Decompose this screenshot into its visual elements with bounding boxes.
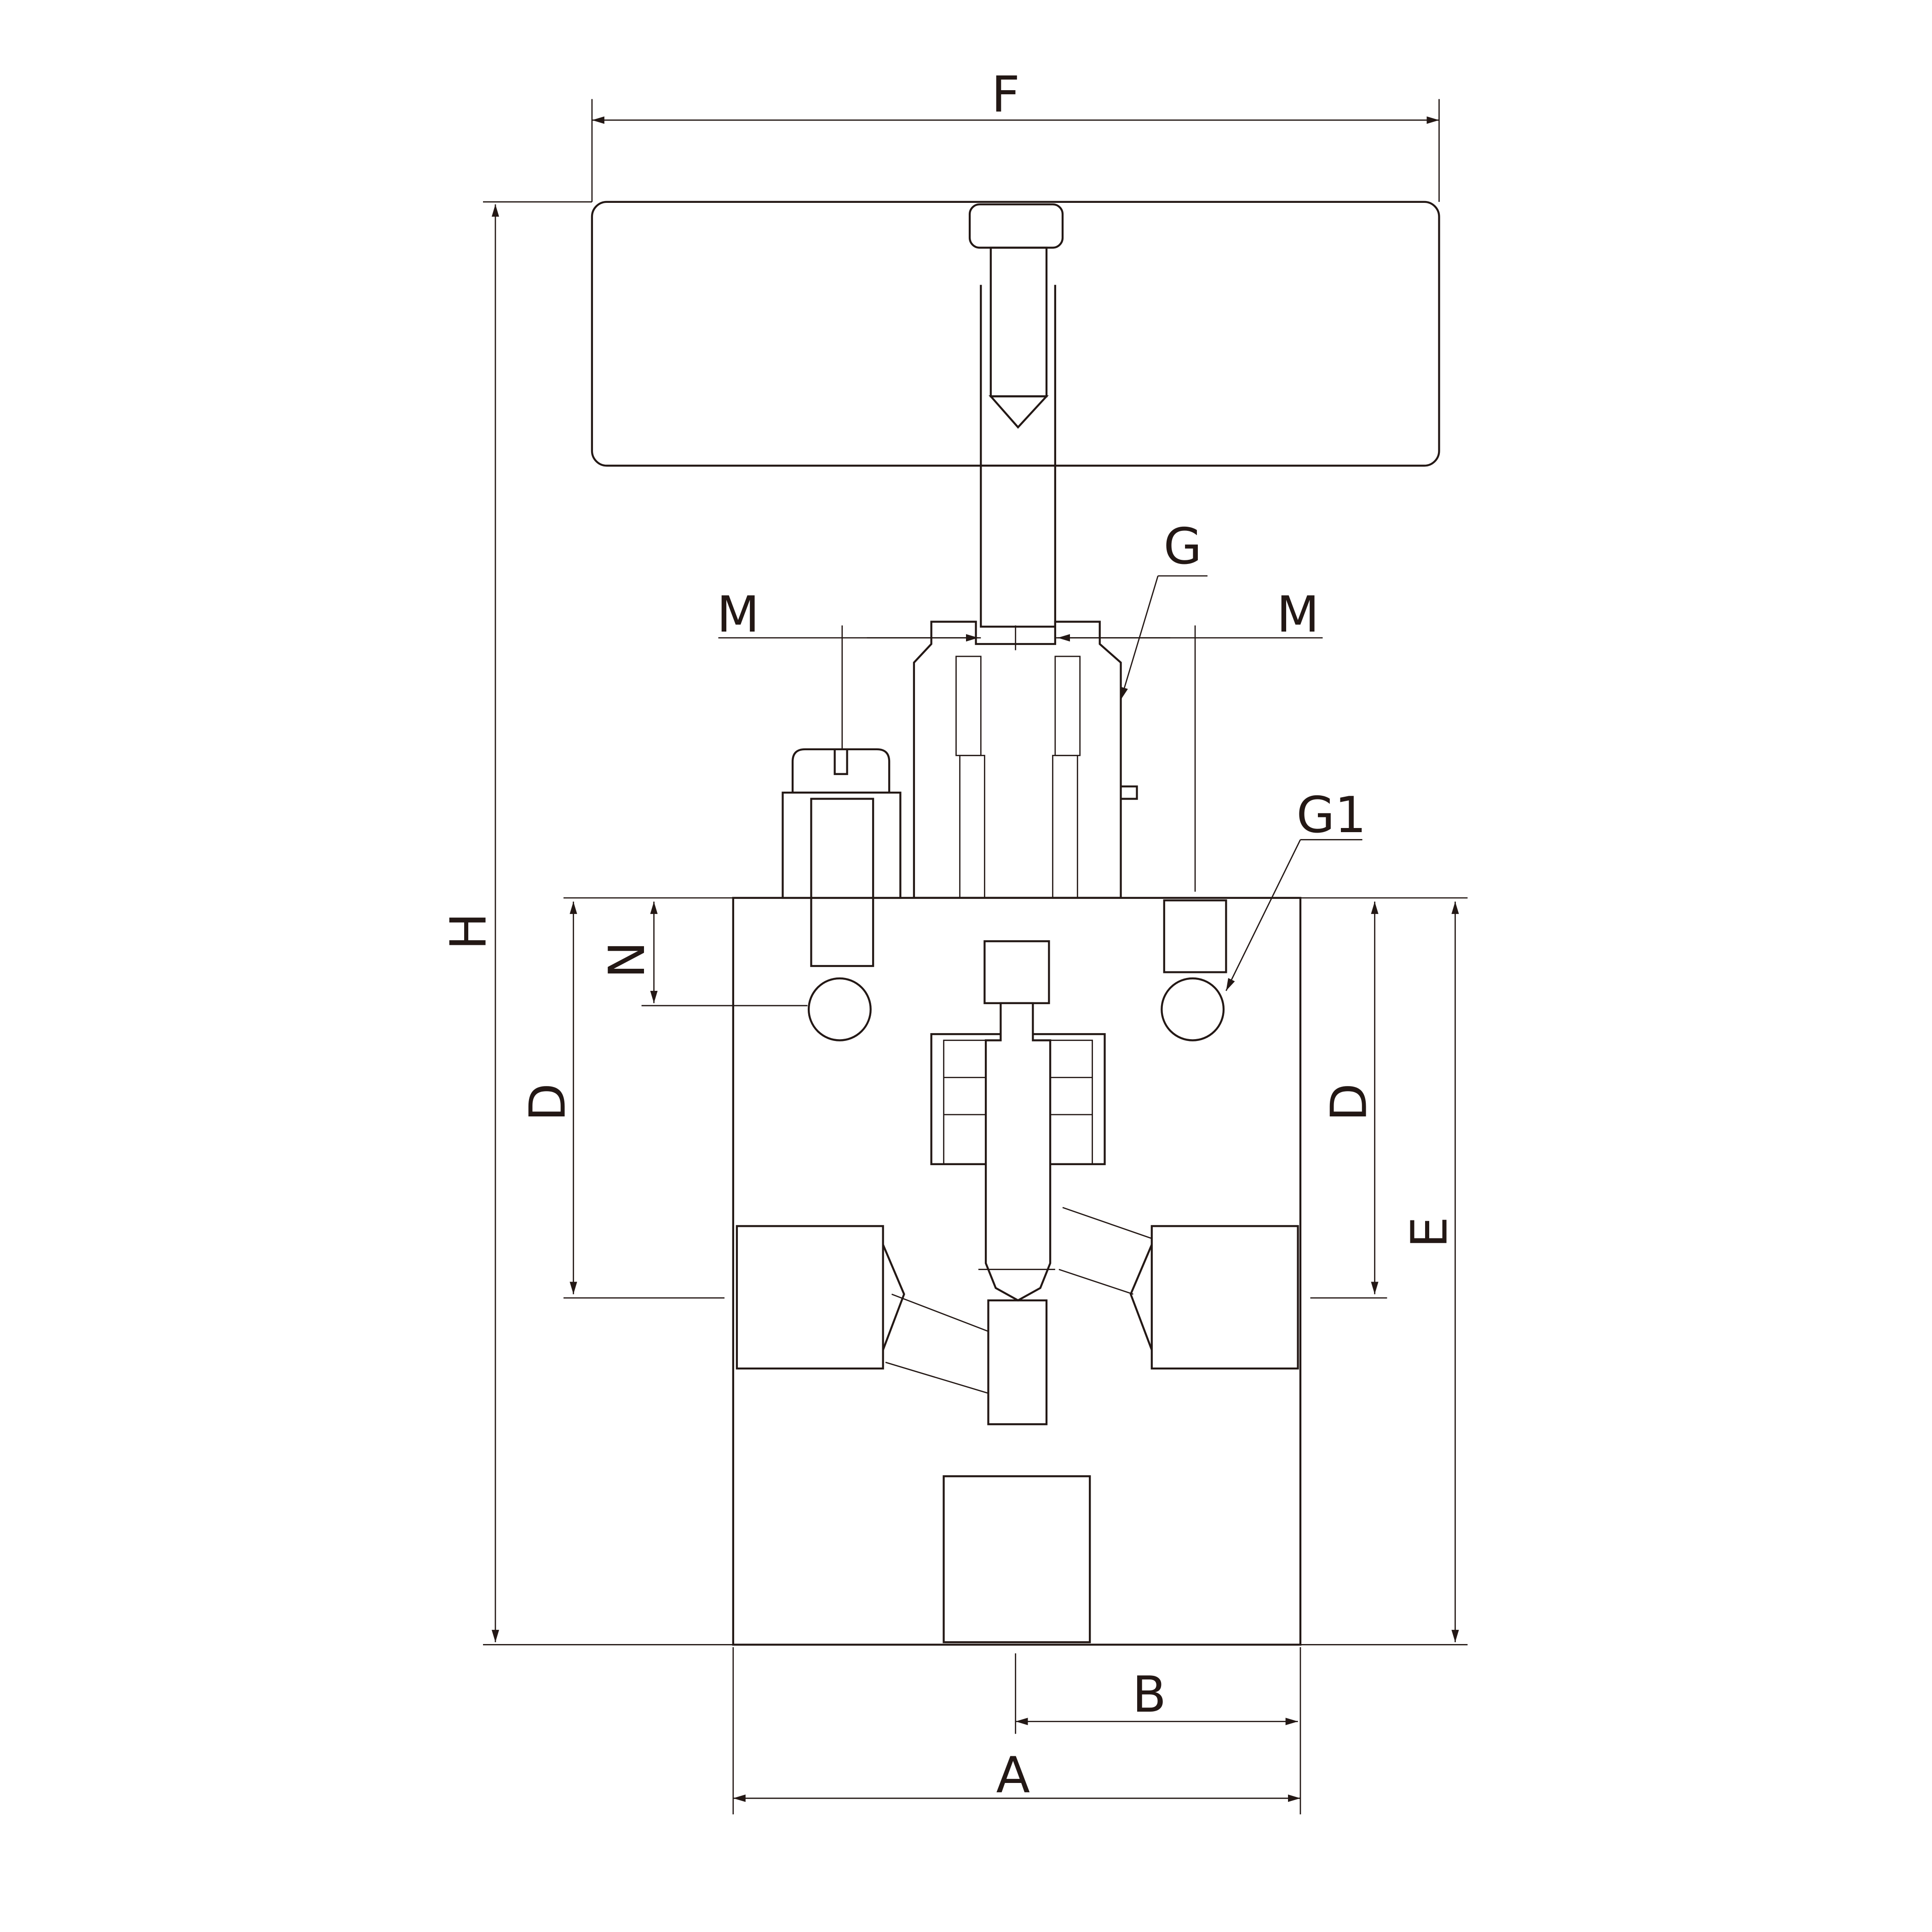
label-E: E [1401, 1217, 1459, 1248]
label-D-left: D [519, 1083, 577, 1121]
mounting-bolt-left [782, 748, 902, 1041]
label-M-right: M [1276, 586, 1319, 644]
label-G1: G1 [1296, 787, 1366, 844]
label-N: N [598, 941, 656, 978]
label-G: G [1163, 518, 1202, 575]
label-B: B [1133, 1666, 1167, 1724]
label-M-left: M [717, 586, 759, 644]
label-F: F [991, 66, 1020, 123]
label-A: A [996, 1747, 1030, 1804]
handle [591, 201, 1440, 467]
label-D-right: D [1321, 1083, 1378, 1121]
handle-screw-head [968, 203, 1064, 249]
dimensions [483, 99, 1468, 1815]
label-H: H [440, 913, 497, 950]
mounting-hole-right [1161, 899, 1227, 1041]
stem [980, 465, 1057, 628]
